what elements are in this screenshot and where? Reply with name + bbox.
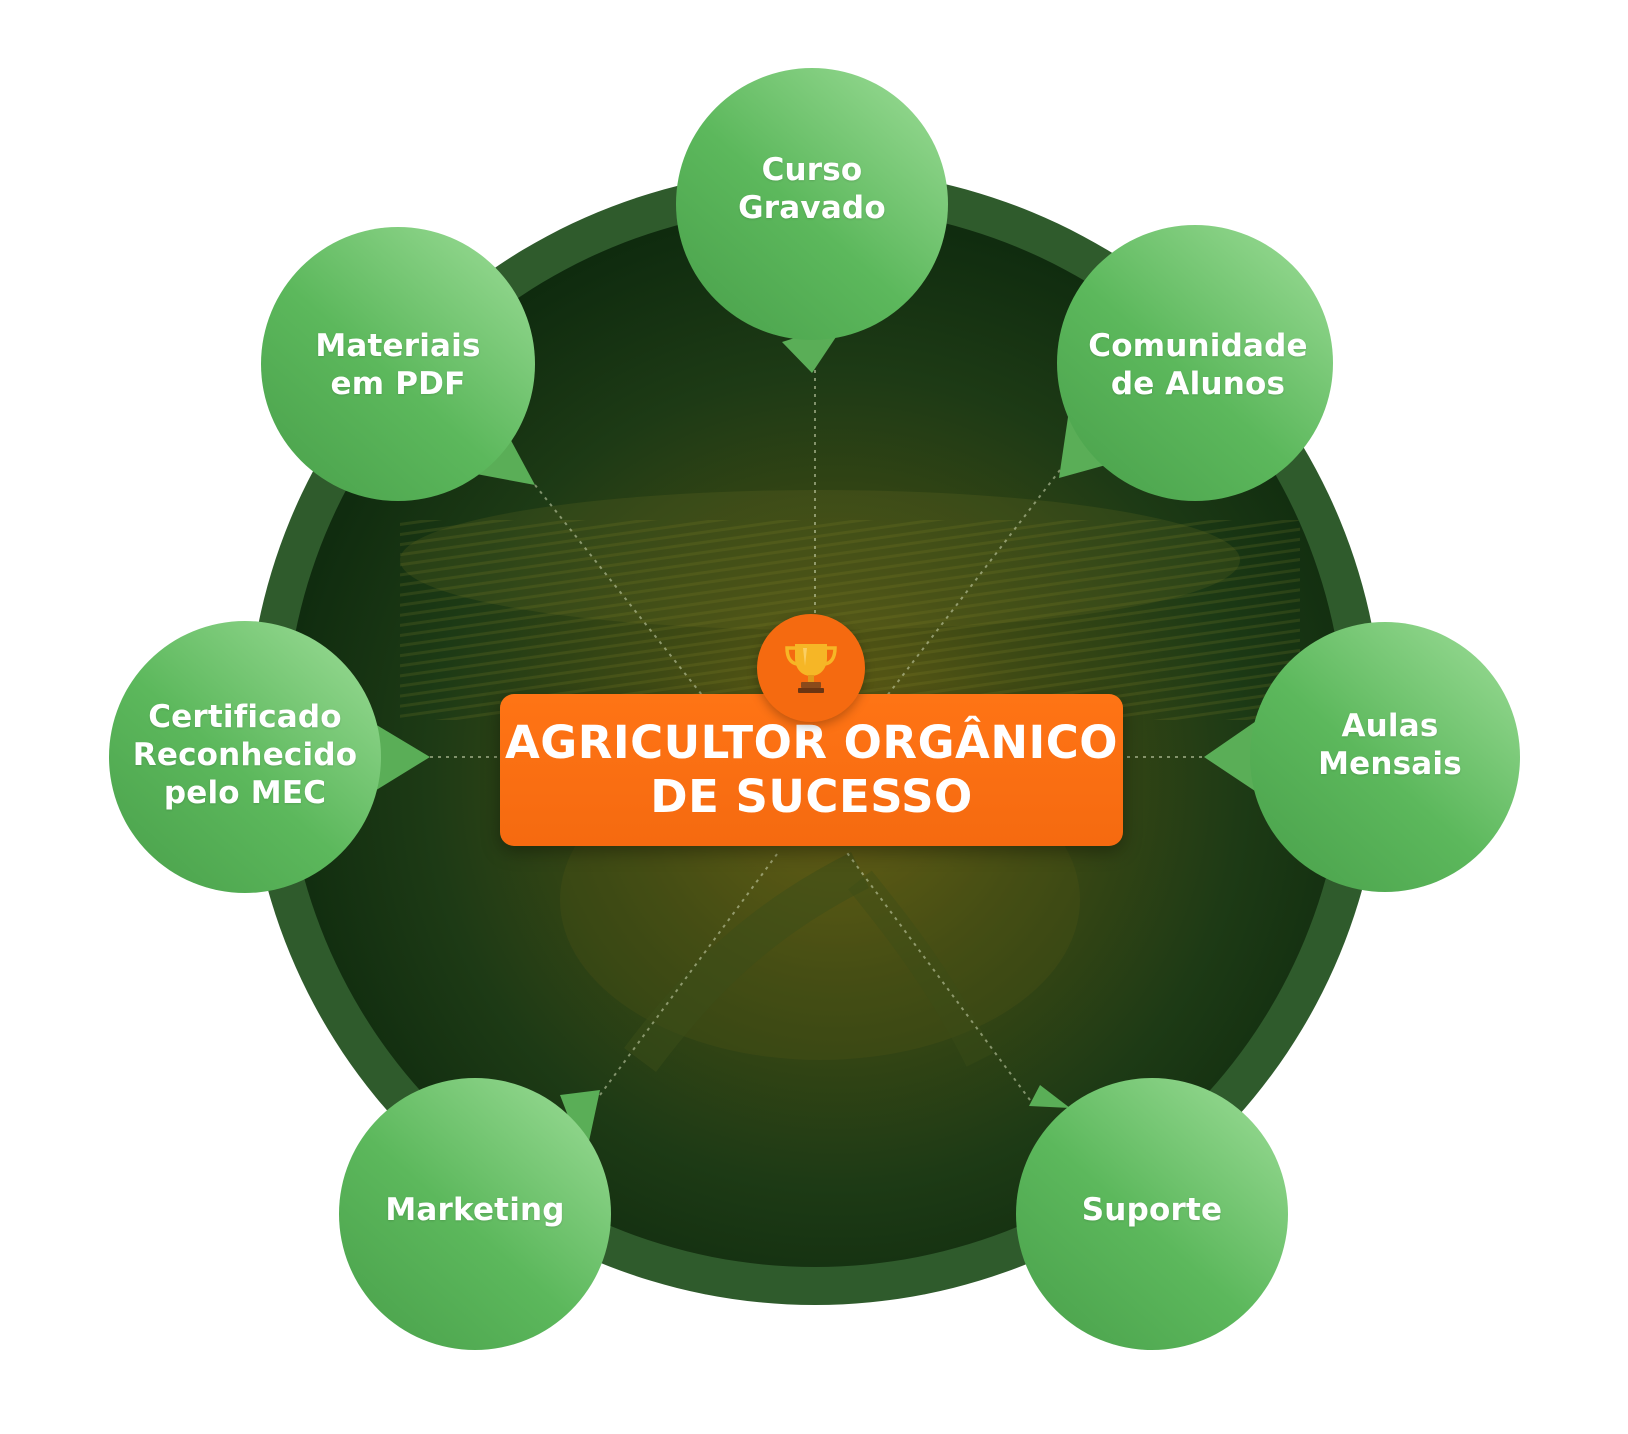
bubble-materiais-pdf (261, 227, 535, 501)
bubble-aulas-mensais (1204, 622, 1520, 892)
connector-lines (430, 370, 1210, 1101)
bubble-marketing (339, 1078, 611, 1350)
node-label-marketing: Marketing (385, 1192, 565, 1228)
bubble-suporte (1016, 1078, 1288, 1350)
trophy-icon (785, 644, 837, 693)
node-label-suporte: Suporte (1081, 1192, 1223, 1228)
node-label-certificado: Certificado Reconhecido pelo MEC (132, 699, 358, 811)
bubble-comunidade (1057, 225, 1333, 501)
trophy-badge (757, 614, 865, 722)
node-label-aulas-mensais: Aulas Mensais (1318, 708, 1462, 782)
center-title: AGRICULTOR ORGÂNICO DE SUCESSO (504, 716, 1119, 823)
bubble-certificado (109, 621, 430, 893)
node-label-materiais-em-pdf: Materiais em PDF (315, 328, 481, 402)
node-label-comunidade-de-alunos: Comunidade de Alunos (1088, 328, 1308, 402)
bubble-curso-gravado (676, 68, 948, 373)
node-label-curso-gravado: Curso Gravado (738, 152, 886, 226)
